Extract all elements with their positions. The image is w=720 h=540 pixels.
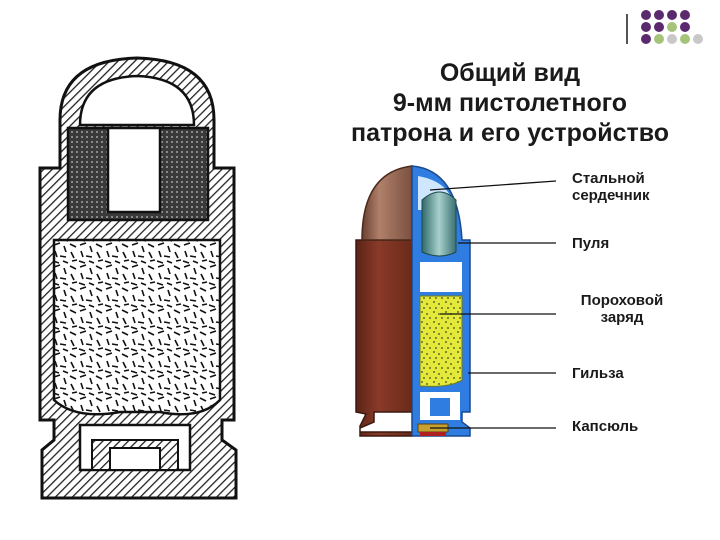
diagram-title: Общий вид 9-мм пистолетного патрона и ег… [300,58,720,148]
label-powder: Пороховой заряд [572,292,672,326]
label-steel-core-line2: сердечник [572,187,650,204]
label-steel-core-line1: Стальной [572,170,645,187]
dot-grid-icon [641,10,705,44]
title-line-2: 9-мм пистолетного [392,89,628,117]
label-bullet: Пуля [572,235,610,252]
cartridge-cutaway [355,165,471,437]
label-steel-core: Стальной сердечник [572,170,649,204]
leader-lines [429,180,557,429]
title-line-1: Общий вид [439,59,581,87]
cartridge-cross-section [38,56,238,500]
corner-divider [626,14,628,44]
label-case: Гильза [572,365,624,382]
label-primer: Капсюль [572,418,639,435]
label-powder-line2: заряд [600,309,644,326]
leader-steel-core [429,180,557,191]
title-line-3: патрона и его устройство [350,119,670,147]
label-powder-line1: Пороховой [580,292,664,309]
